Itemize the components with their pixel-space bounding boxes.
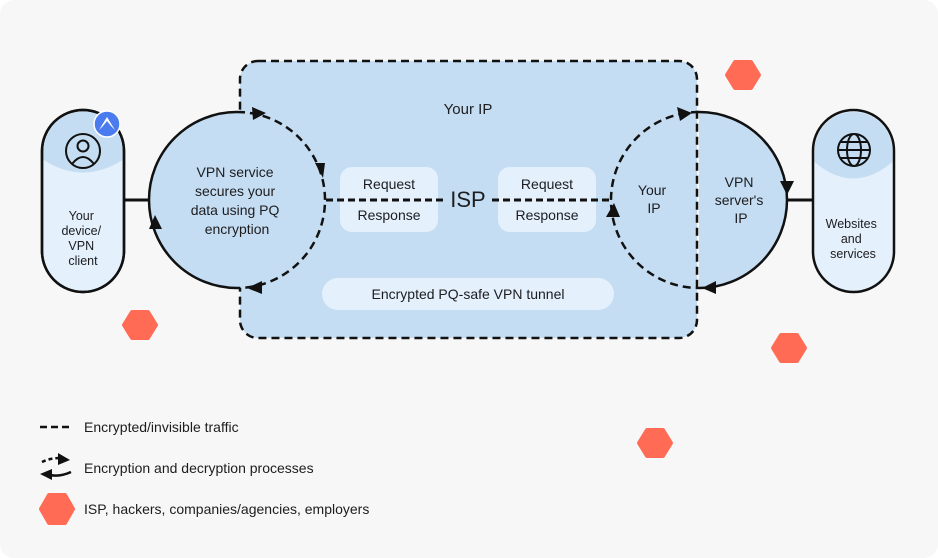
arrow-icon	[149, 215, 162, 229]
arrow-icon	[702, 281, 716, 294]
vpn-service-circle: VPN service secures your data using PQ e…	[147, 107, 327, 294]
tunnel-bottom-label: Encrypted PQ-safe VPN tunnel	[372, 286, 565, 302]
threat-hexagon-icon	[637, 428, 673, 458]
left-request-label: Request	[363, 176, 415, 192]
left-response-label: Response	[357, 207, 420, 223]
isp-label: ISP	[450, 187, 485, 212]
globe-icon	[837, 133, 871, 167]
legend: Encrypted/invisible traffic Encryption a…	[39, 419, 369, 525]
vpn-server-ip-label: VPN server's IP	[715, 174, 767, 226]
legend-label: Encryption and decryption processes	[84, 460, 314, 476]
threat-hexagon-icon	[122, 310, 158, 340]
threat-hexagon-icon	[725, 60, 761, 90]
vpn-service-label: VPN service secures your data using PQ e…	[191, 164, 284, 237]
threat-hexagon-icon	[771, 333, 807, 363]
device-pill: Your device/ VPN client	[40, 108, 126, 294]
vpn-server-circle: Your IP VPN server's IP	[606, 107, 794, 294]
tunnel-your-ip-label: Your IP	[444, 101, 493, 118]
legend-label: Encrypted/invisible traffic	[84, 419, 239, 435]
arrow-icon	[315, 163, 325, 178]
arrow-icon	[252, 107, 266, 120]
your-ip-label: Your IP	[638, 182, 670, 216]
arrow-icon	[247, 281, 262, 294]
right-request-label: Request	[521, 176, 573, 192]
hexagon-icon	[39, 493, 75, 525]
websites-label: Websites and services	[826, 217, 881, 261]
arrow-icon	[677, 107, 692, 121]
arrow-icon	[780, 181, 794, 195]
left-packet-box	[340, 167, 438, 232]
vpn-logo-icon	[93, 110, 121, 138]
user-icon	[65, 133, 101, 169]
right-response-label: Response	[515, 207, 578, 223]
cycle-arrows-icon	[40, 453, 72, 480]
arrow-icon	[606, 203, 620, 217]
device-label: Your device/ VPN client	[61, 209, 104, 268]
legend-label: ISP, hackers, companies/agencies, employ…	[84, 501, 369, 517]
tunnel-label-pill	[322, 278, 614, 310]
websites-pill: Websites and services	[811, 108, 896, 294]
